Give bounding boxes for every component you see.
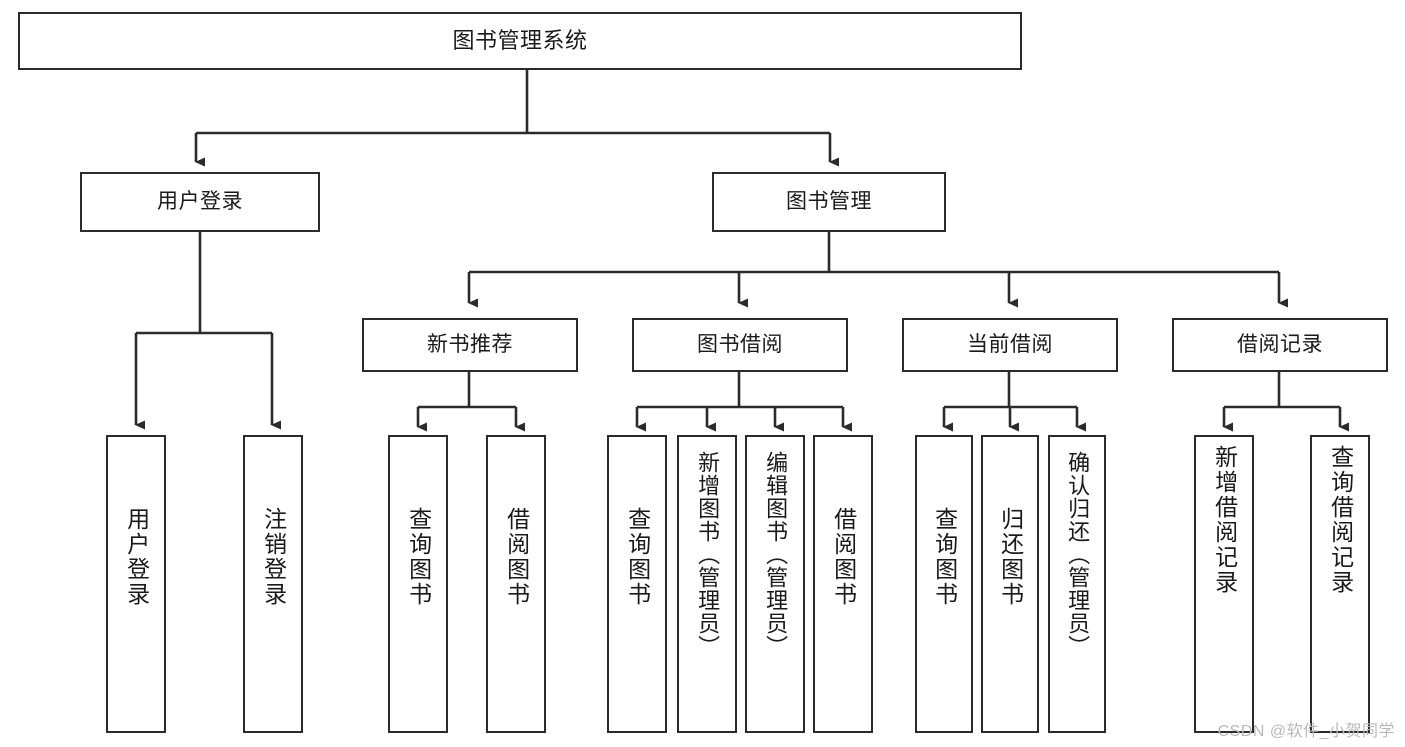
node-label: 用户登录 <box>123 507 150 607</box>
node-borrow-record[interactable]: 借阅记录 <box>1172 318 1388 372</box>
leaf-confirm-return-admin[interactable]: 确认归还（管理员） <box>1048 435 1106 733</box>
node-label: 借阅图书 <box>503 507 530 607</box>
node-label: 查询借阅记录 <box>1327 445 1354 595</box>
node-label: 借阅图书 <box>830 507 857 607</box>
node-label: 图书借阅 <box>697 332 783 356</box>
node-label: 借阅记录 <box>1237 332 1323 356</box>
node-label: 新增图书（管理员） <box>695 451 721 658</box>
csdn-watermark: CSDN @软件_小贺同学 <box>1217 723 1395 740</box>
node-book-borrow[interactable]: 图书借阅 <box>632 318 848 372</box>
leaf-borrow-book-newbook[interactable]: 借阅图书 <box>486 435 546 733</box>
node-root-library-system[interactable]: 图书管理系统 <box>18 12 1022 70</box>
node-new-book-recommend[interactable]: 新书推荐 <box>362 318 578 372</box>
node-label: 新增借阅记录 <box>1211 445 1238 595</box>
leaf-borrow-book[interactable]: 借阅图书 <box>813 435 873 733</box>
leaf-query-book-newbook[interactable]: 查询图书 <box>388 435 448 733</box>
node-label: 查询图书 <box>405 507 432 607</box>
leaf-logout[interactable]: 注销登录 <box>243 435 303 733</box>
node-label: 当前借阅 <box>967 332 1053 356</box>
node-book-management[interactable]: 图书管理 <box>712 172 946 232</box>
node-label: 图书管理系统 <box>452 28 588 54</box>
leaf-add-borrow-record[interactable]: 新增借阅记录 <box>1194 435 1254 733</box>
node-current-borrow[interactable]: 当前借阅 <box>902 318 1118 372</box>
leaf-query-book-borrow[interactable]: 查询图书 <box>607 435 667 733</box>
node-label: 图书管理 <box>786 189 872 213</box>
node-label: 新书推荐 <box>427 332 513 356</box>
node-label: 编辑图书（管理员） <box>763 451 789 658</box>
node-label: 归还图书 <box>997 507 1024 607</box>
node-label: 查询图书 <box>624 507 651 607</box>
leaf-add-book-admin[interactable]: 新增图书（管理员） <box>677 435 737 733</box>
node-label: 注销登录 <box>260 507 287 607</box>
node-label: 查询图书 <box>931 507 958 607</box>
leaf-user-login[interactable]: 用户登录 <box>106 435 166 733</box>
node-label: 用户登录 <box>157 189 243 213</box>
leaf-return-book[interactable]: 归还图书 <box>981 435 1039 733</box>
leaf-query-borrow-record[interactable]: 查询借阅记录 <box>1310 435 1370 733</box>
node-user-login[interactable]: 用户登录 <box>80 172 320 232</box>
node-label: 确认归还（管理员） <box>1065 451 1091 658</box>
leaf-query-book-current[interactable]: 查询图书 <box>915 435 973 733</box>
leaf-edit-book-admin[interactable]: 编辑图书（管理员） <box>745 435 805 733</box>
